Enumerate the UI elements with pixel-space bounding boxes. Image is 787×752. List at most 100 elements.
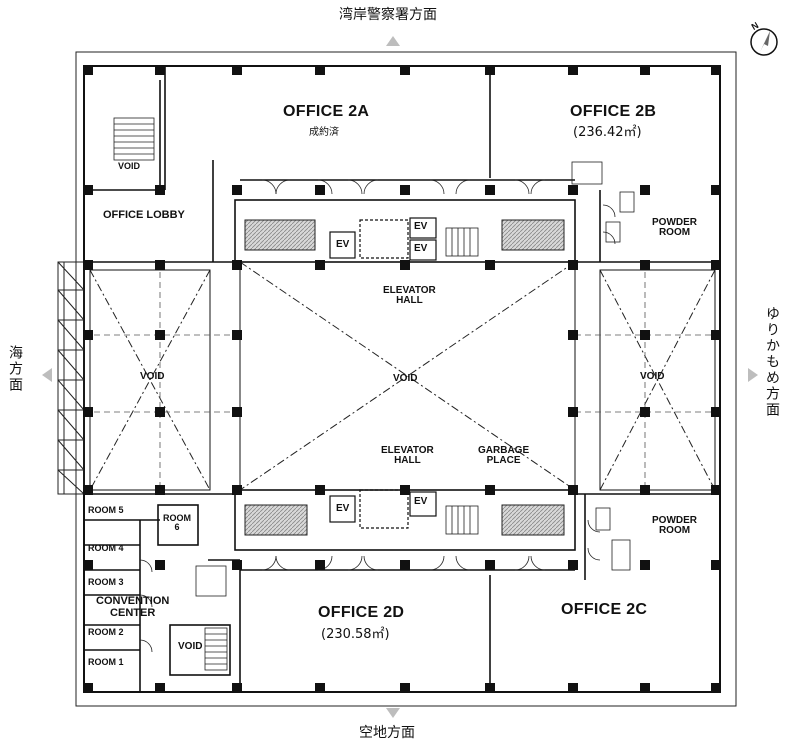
void-label-center: VOID [393, 373, 418, 384]
door-swings [139, 179, 616, 653]
column [485, 260, 495, 270]
office-2d-title: OFFICE 2D [318, 604, 405, 621]
convention-center-label: CONVENTION CENTER [96, 595, 170, 619]
column [485, 185, 495, 195]
column [232, 485, 242, 495]
service-shafts [244, 219, 565, 536]
column [315, 185, 325, 195]
column [315, 485, 325, 495]
powder-room-south-label: POWDER ROOM [652, 515, 697, 536]
direction-arrows [42, 36, 758, 718]
south-direction-label: 空地方面 [359, 725, 415, 741]
column [83, 260, 93, 270]
column [568, 485, 578, 495]
column [83, 560, 93, 570]
column [83, 683, 93, 693]
column [232, 683, 242, 693]
room-4-label: ROOM 4 [88, 543, 124, 553]
office-2c-title: OFFICE 2C [561, 601, 648, 618]
room-6-label: ROOM 6 [163, 513, 191, 532]
west-balcony [57, 261, 85, 495]
west-direction-label: 海方面 [7, 345, 23, 393]
office-2d-area: (230.58㎡) [321, 627, 390, 642]
column [711, 560, 721, 570]
column [640, 485, 650, 495]
column [315, 260, 325, 270]
column [568, 185, 578, 195]
column [711, 683, 721, 693]
room-3-label: ROOM 3 [88, 577, 124, 587]
elevator-hall-north-label: ELEVATOR HALL [383, 285, 436, 306]
column [640, 260, 650, 270]
column [640, 330, 650, 340]
column [315, 683, 325, 693]
office-lobby-label: OFFICE LOBBY [103, 209, 185, 221]
grid-dash-lines [84, 262, 720, 494]
office-2b-title: OFFICE 2B [570, 103, 657, 120]
ev-label-4: EV [336, 503, 350, 514]
column [485, 485, 495, 495]
ev-label-5: EV [414, 496, 428, 507]
column [155, 260, 165, 270]
stairs [113, 117, 479, 671]
column [232, 185, 242, 195]
column [400, 65, 410, 75]
column [640, 560, 650, 570]
column [155, 65, 165, 75]
ev-label-3: EV [414, 243, 428, 254]
structural-columns [83, 65, 721, 693]
column [315, 560, 325, 570]
void-label-west: VOID [140, 371, 165, 382]
column [568, 683, 578, 693]
column [155, 485, 165, 495]
column [155, 560, 165, 570]
column [83, 185, 93, 195]
office-2b-area: (236.42㎡) [573, 125, 642, 140]
east-direction-label: ゆりかもめ方面 [764, 306, 780, 418]
column [640, 185, 650, 195]
column [155, 330, 165, 340]
column [640, 65, 650, 75]
column [155, 185, 165, 195]
column [83, 65, 93, 75]
ev-label-1: EV [336, 239, 350, 250]
column [568, 407, 578, 417]
column [485, 683, 495, 693]
column [232, 407, 242, 417]
column [83, 330, 93, 340]
north-direction-label: 湾岸警察署方面 [339, 7, 437, 23]
column [711, 260, 721, 270]
room-2-label: ROOM 2 [88, 627, 124, 637]
powder-room-north-label: POWDER ROOM [652, 217, 697, 238]
column [711, 330, 721, 340]
column [83, 407, 93, 417]
void-diagonals [89, 261, 716, 491]
column [232, 330, 242, 340]
column [155, 683, 165, 693]
void-label-southwest: VOID [178, 641, 203, 652]
column [568, 560, 578, 570]
column [711, 65, 721, 75]
column [83, 485, 93, 495]
column [711, 407, 721, 417]
column [400, 683, 410, 693]
north-compass-icon [750, 28, 778, 56]
column [711, 185, 721, 195]
column [640, 683, 650, 693]
elevator-cars [329, 217, 437, 529]
interior-walls [84, 66, 720, 692]
column [711, 485, 721, 495]
room-5-label: ROOM 5 [88, 505, 124, 515]
column [485, 560, 495, 570]
column [232, 65, 242, 75]
column [568, 65, 578, 75]
ev-label-2: EV [414, 221, 428, 232]
site-boundary [75, 51, 737, 707]
garbage-place-label: GARBAGE PLACE [478, 445, 530, 466]
powder-room-fixtures [195, 161, 635, 597]
office-2a-title: OFFICE 2A [283, 103, 370, 120]
office-2a-status: 成約済 [309, 127, 339, 138]
column [400, 185, 410, 195]
column [640, 407, 650, 417]
column [232, 560, 242, 570]
